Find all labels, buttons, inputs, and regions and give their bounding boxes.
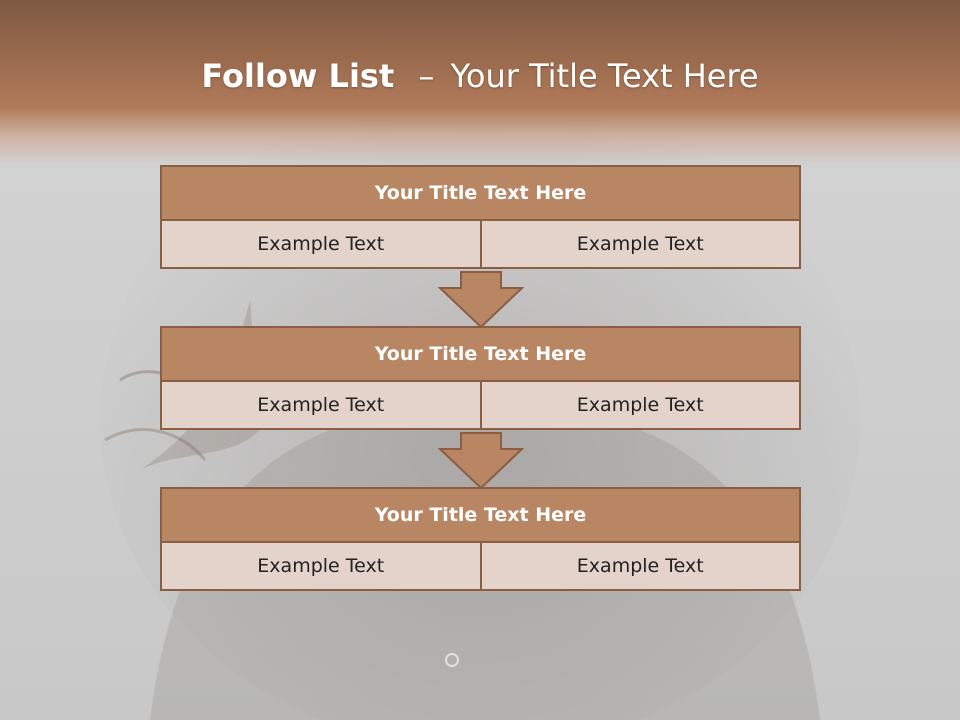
step-cell-right: Example Text — [481, 221, 801, 269]
step-title: Your Title Text Here — [160, 165, 801, 221]
step-block-2: Your Title Text Here Example Text Exampl… — [160, 326, 801, 430]
step-row: Example Text Example Text — [160, 543, 801, 591]
step-cell-left: Example Text — [160, 221, 482, 269]
step-cell-left: Example Text — [160, 543, 482, 591]
slide-title-text: Your Title Text Here — [450, 57, 759, 95]
step-row: Example Text Example Text — [160, 382, 801, 430]
step-title: Your Title Text Here — [160, 326, 801, 382]
step-row: Example Text Example Text — [160, 221, 801, 269]
step-block-1: Your Title Text Here Example Text Exampl… — [160, 165, 801, 269]
header-band — [0, 0, 960, 165]
step-cell-left: Example Text — [160, 382, 482, 430]
slide-title-dash: – — [418, 57, 435, 95]
down-arrow-icon — [438, 271, 524, 329]
step-block-3: Your Title Text Here Example Text Exampl… — [160, 487, 801, 591]
down-arrow-icon — [438, 432, 524, 490]
slide-title: Follow List – Your Title Text Here — [0, 54, 960, 98]
step-title: Your Title Text Here — [160, 487, 801, 543]
step-cell-right: Example Text — [481, 382, 801, 430]
step-cell-right: Example Text — [481, 543, 801, 591]
slide-title-bold: Follow List — [201, 57, 395, 95]
